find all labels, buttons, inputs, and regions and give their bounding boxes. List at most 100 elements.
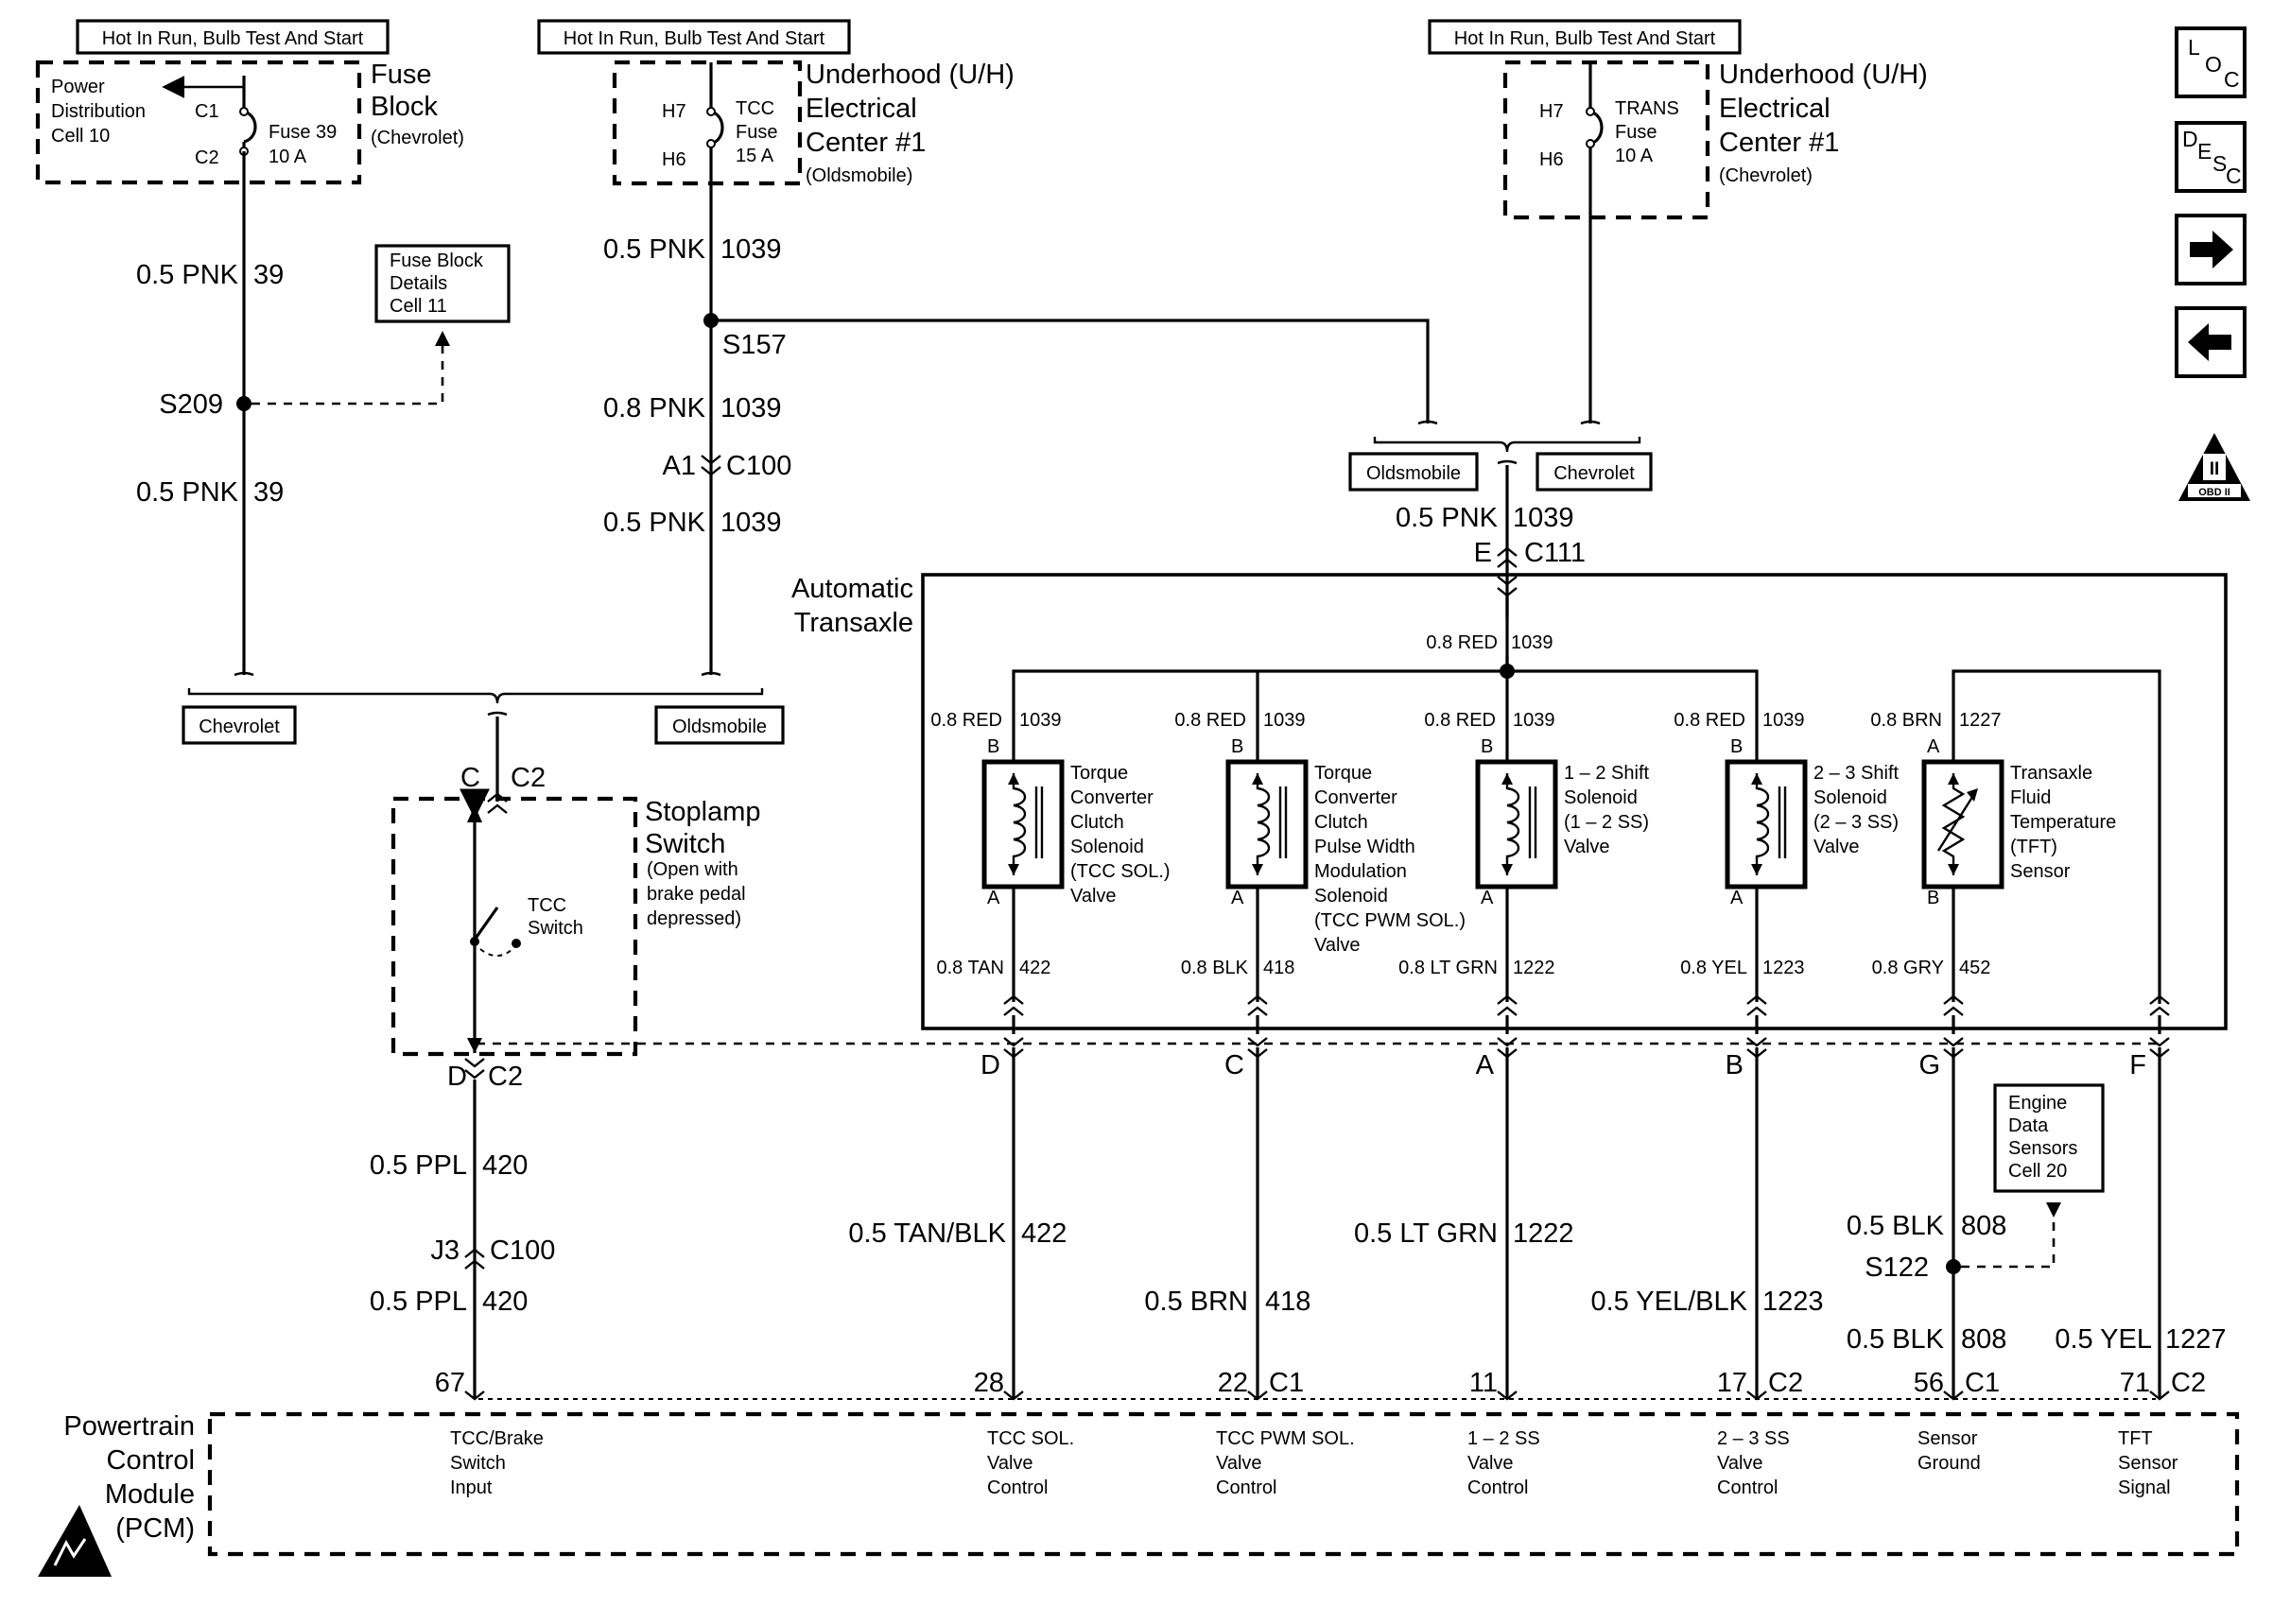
svg-text:C2: C2 — [511, 763, 546, 793]
obd-ii-icon[interactable]: II OBD II — [2178, 433, 2250, 501]
svg-text:Control: Control — [107, 1445, 196, 1476]
solenoid-pin-top: B — [1730, 736, 1743, 757]
svg-text:(Open with: (Open with — [647, 859, 738, 880]
solenoid-top-color: 0.8 RED — [930, 710, 1002, 731]
svg-text:808: 808 — [1961, 1211, 2006, 1241]
pcm-function-line: 2 – 3 SS — [1717, 1428, 1790, 1449]
svg-text:C111: C111 — [1524, 538, 1586, 568]
loc-button[interactable]: L O C — [2175, 26, 2247, 98]
svg-text:O: O — [2205, 52, 2222, 77]
pcm-pin-number: 71 — [2120, 1368, 2150, 1398]
svg-text:422: 422 — [1021, 1218, 1067, 1249]
solenoid-name-line: Converter — [1070, 787, 1154, 808]
pcm-function-line: Signal — [2118, 1477, 2171, 1498]
svg-text:Stoplamp: Stoplamp — [645, 797, 761, 827]
fuse-trans-icon — [1589, 110, 1604, 146]
svg-text:0.5 BLK: 0.5 BLK — [1847, 1211, 1945, 1241]
svg-text:0.5 PPL: 0.5 PPL — [370, 1287, 467, 1317]
svg-text:0.5 BRN: 0.5 BRN — [1144, 1287, 1248, 1317]
solenoid-name-line: Torque — [1314, 763, 1372, 784]
solenoid-pin-bottom: A — [987, 888, 1000, 908]
desc-button[interactable]: D E S C — [2175, 121, 2247, 193]
solenoid-bottom-circuit: 452 — [1959, 958, 1990, 978]
solenoid-top-color: 0.8 RED — [1674, 710, 1745, 731]
svg-text:C2: C2 — [488, 1062, 523, 1092]
solenoid-bottom-circuit: 418 — [1263, 958, 1294, 978]
svg-text:Chevrolet: Chevrolet — [1553, 463, 1635, 484]
svg-text:Chevrolet: Chevrolet — [199, 717, 280, 737]
fuse-39-rating: 10 A — [269, 147, 307, 167]
prev-arrow-button[interactable] — [2175, 306, 2247, 378]
pdc-label-2: Distribution — [51, 101, 146, 122]
svg-text:Switch: Switch — [645, 829, 725, 859]
svg-text:808: 808 — [1961, 1324, 2006, 1355]
solenoid-name-line: (TFT) — [2010, 837, 2057, 857]
svg-text:1039: 1039 — [720, 234, 782, 265]
pcm-function-line: Input — [450, 1477, 493, 1498]
engine-data-sensors-ref[interactable]: Engine Data Sensors Cell 20 — [1993, 1083, 2105, 1193]
svg-text:1039: 1039 — [720, 508, 782, 538]
svg-text:brake pedal: brake pedal — [647, 884, 746, 905]
svg-text:H7: H7 — [662, 101, 686, 122]
pcm-function-line: Control — [1717, 1477, 1778, 1498]
connector-pin-label: F — [2129, 1050, 2146, 1080]
pcm-function-line: 1 – 2 SS — [1467, 1428, 1540, 1449]
pcm-function-line: Sensor — [2118, 1453, 2178, 1474]
solenoid-pin-bottom: A — [1231, 888, 1244, 908]
pcm-function-line: Control — [1216, 1477, 1276, 1498]
solenoid-top-circuit: 1039 — [1513, 710, 1555, 731]
svg-text:(Oldsmobile): (Oldsmobile) — [806, 165, 912, 186]
solenoid-top-circuit: 1039 — [1762, 710, 1805, 731]
svg-text:0.5 YEL: 0.5 YEL — [2055, 1324, 2152, 1355]
pcm-function-line: Switch — [450, 1453, 506, 1474]
svg-text:TRANS: TRANS — [1615, 98, 1679, 119]
svg-text:A1: A1 — [663, 451, 696, 481]
fuse-block-sub: (Chevrolet) — [371, 128, 464, 148]
solenoid-bottom-circuit: 422 — [1019, 958, 1050, 978]
svg-text:0.5 TAN/BLK: 0.5 TAN/BLK — [848, 1218, 1006, 1249]
pcm-function-line: Control — [987, 1477, 1048, 1498]
svg-text:Fuse Block: Fuse Block — [390, 251, 484, 271]
pdc-label-3: Cell 10 — [51, 126, 110, 147]
svg-text:Powertrain: Powertrain — [63, 1411, 195, 1442]
pcm-pin-number: 56 — [1914, 1368, 1944, 1398]
pdc-label-1: Power — [51, 77, 105, 97]
svg-text:Electrical: Electrical — [1719, 94, 1831, 124]
uh-center-olds: H7 H6 TCC Fuse 15 A — [612, 60, 803, 186]
svg-text:C: C — [460, 763, 480, 793]
pcm-pin-number: 17 — [1717, 1368, 1747, 1398]
next-arrow-button[interactable] — [2175, 214, 2247, 285]
fuse-39-icon — [243, 110, 257, 144]
solenoid-name-line: (TCC SOL.) — [1070, 861, 1171, 882]
svg-text:1227: 1227 — [2165, 1324, 2227, 1355]
svg-text:0.5 PNK: 0.5 PNK — [603, 508, 706, 538]
solenoid-name-line: Valve — [1813, 837, 1860, 857]
svg-text:420: 420 — [482, 1287, 528, 1317]
fuse-block-details-ref[interactable]: Fuse Block Details Cell 11 — [374, 244, 511, 323]
svg-text:S122: S122 — [1865, 1253, 1929, 1283]
solenoid-pin-top: B — [1481, 736, 1493, 757]
solenoid-name-line: (1 – 2 SS) — [1564, 812, 1649, 833]
solenoid-name-line: Valve — [1314, 935, 1361, 956]
svg-text:Engine: Engine — [2008, 1093, 2067, 1114]
splice-s209 — [236, 396, 252, 411]
svg-text:Transaxle: Transaxle — [794, 608, 913, 638]
fuse-block-title-2: Block — [371, 92, 438, 122]
svg-text:TCC: TCC — [528, 895, 566, 916]
pcm-function-line: TCC PWM SOL. — [1216, 1428, 1355, 1449]
solenoid-top-circuit: 1039 — [1263, 710, 1306, 731]
solenoid-top-circuit: 1227 — [1959, 710, 2002, 731]
svg-text:C100: C100 — [490, 1235, 555, 1266]
solenoid-name-line: Solenoid — [1070, 837, 1144, 857]
svg-text:TCC: TCC — [736, 98, 774, 119]
svg-text:H6: H6 — [1539, 149, 1564, 170]
svg-text:Electrical: Electrical — [806, 94, 917, 124]
header-box-uh-olds: Hot In Run, Bulb Test And Start — [537, 19, 851, 55]
solenoid-name-line: Modulation — [1314, 861, 1407, 882]
